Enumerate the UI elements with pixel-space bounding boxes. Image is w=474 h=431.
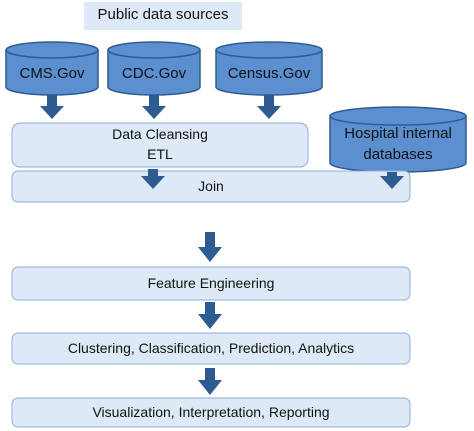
feature-engineering-box (11, 266, 411, 301)
diagram-title: Public data sources (97, 6, 229, 23)
census-label: Census.Gov (227, 65, 311, 82)
reporting-box (11, 397, 411, 428)
arrow-analytics-to-reporting (198, 368, 222, 395)
reporting-label: Visualization, Interpretation, Reporting (92, 404, 330, 420)
join-label: Join (198, 178, 224, 194)
cdc-cylinder (107, 41, 201, 96)
census-cylinder (215, 41, 323, 96)
arrow-cdc-to-cleansing (142, 95, 166, 119)
data-cleansing-label: Data Cleansing (112, 126, 208, 142)
analytics-label: Clustering, Classification, Prediction, … (67, 340, 355, 356)
etl-label: ETL (147, 146, 173, 162)
arrow-cms-to-cleansing (40, 95, 64, 119)
data-cleansing-box (11, 122, 309, 168)
join-box (11, 170, 411, 203)
arrow-feature-to-analytics (198, 302, 222, 329)
hospital-label-line1: Hospital internal (344, 125, 452, 142)
analytics-box (11, 332, 411, 365)
hospital-cylinder (329, 106, 467, 173)
arrow-join-to-feature (198, 232, 222, 262)
arrow-census-to-cleansing (257, 95, 281, 119)
cdc-label: CDC.Gov (121, 65, 187, 82)
feature-engineering-label: Feature Engineering (147, 275, 275, 291)
hospital-label-line2: databases (363, 146, 433, 163)
arrow-cleansing-to-join (141, 169, 165, 189)
arrow-hospital-to-join (380, 172, 404, 189)
title-background (84, 2, 242, 30)
cms-cylinder (5, 41, 99, 96)
cms-label: CMS.Gov (19, 65, 85, 82)
